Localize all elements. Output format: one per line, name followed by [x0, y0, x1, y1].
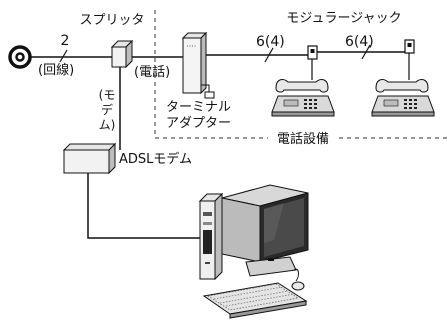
- splitter-box: [110, 39, 134, 69]
- terminal-adapter-label-2: アダプター: [166, 116, 231, 131]
- telephone-1-icon: [271, 79, 335, 117]
- phone-side-label: (電話): [134, 64, 170, 80]
- splitter-label: スプリッタ: [79, 13, 144, 28]
- line-terminal-icon: [8, 45, 32, 69]
- pc-tower-icon: [198, 192, 224, 281]
- modular-jack-1-icon: [307, 45, 318, 60]
- telephone-equipment-label: 電話設備: [277, 131, 329, 147]
- modular-jack-label: モジュラージャック: [286, 11, 401, 26]
- terminal-adapter: [181, 31, 215, 99]
- telephone-equipment-boundary: [154, 10, 447, 139]
- modem-side-label-3: ム): [99, 118, 116, 132]
- modem-to-pc-line: [87, 173, 205, 239]
- keyboard-icon: [202, 282, 308, 319]
- mouse-icon: [291, 268, 305, 291]
- modem-side-label-2: デ: [101, 102, 113, 117]
- adsl-modem-box: [62, 142, 117, 175]
- monitor-icon: [221, 184, 309, 277]
- cable-1-tick: [264, 47, 274, 63]
- adsl-modem-label: ADSLモデム: [119, 151, 192, 167]
- cable-1-label: 6(4): [256, 34, 285, 50]
- line-count-label: 2: [61, 33, 70, 49]
- terminal-adapter-label-1: ターミナル: [166, 100, 231, 115]
- modular-jack-2-icon: [404, 39, 415, 54]
- telephone-2-icon: [371, 79, 435, 117]
- cable-2-tick: [361, 44, 371, 60]
- line-count-tick: [59, 49, 68, 63]
- modem-side-label-1: (モ: [99, 88, 116, 102]
- cable-2-label: 6(4): [345, 34, 374, 50]
- line-label: (回線): [38, 62, 74, 78]
